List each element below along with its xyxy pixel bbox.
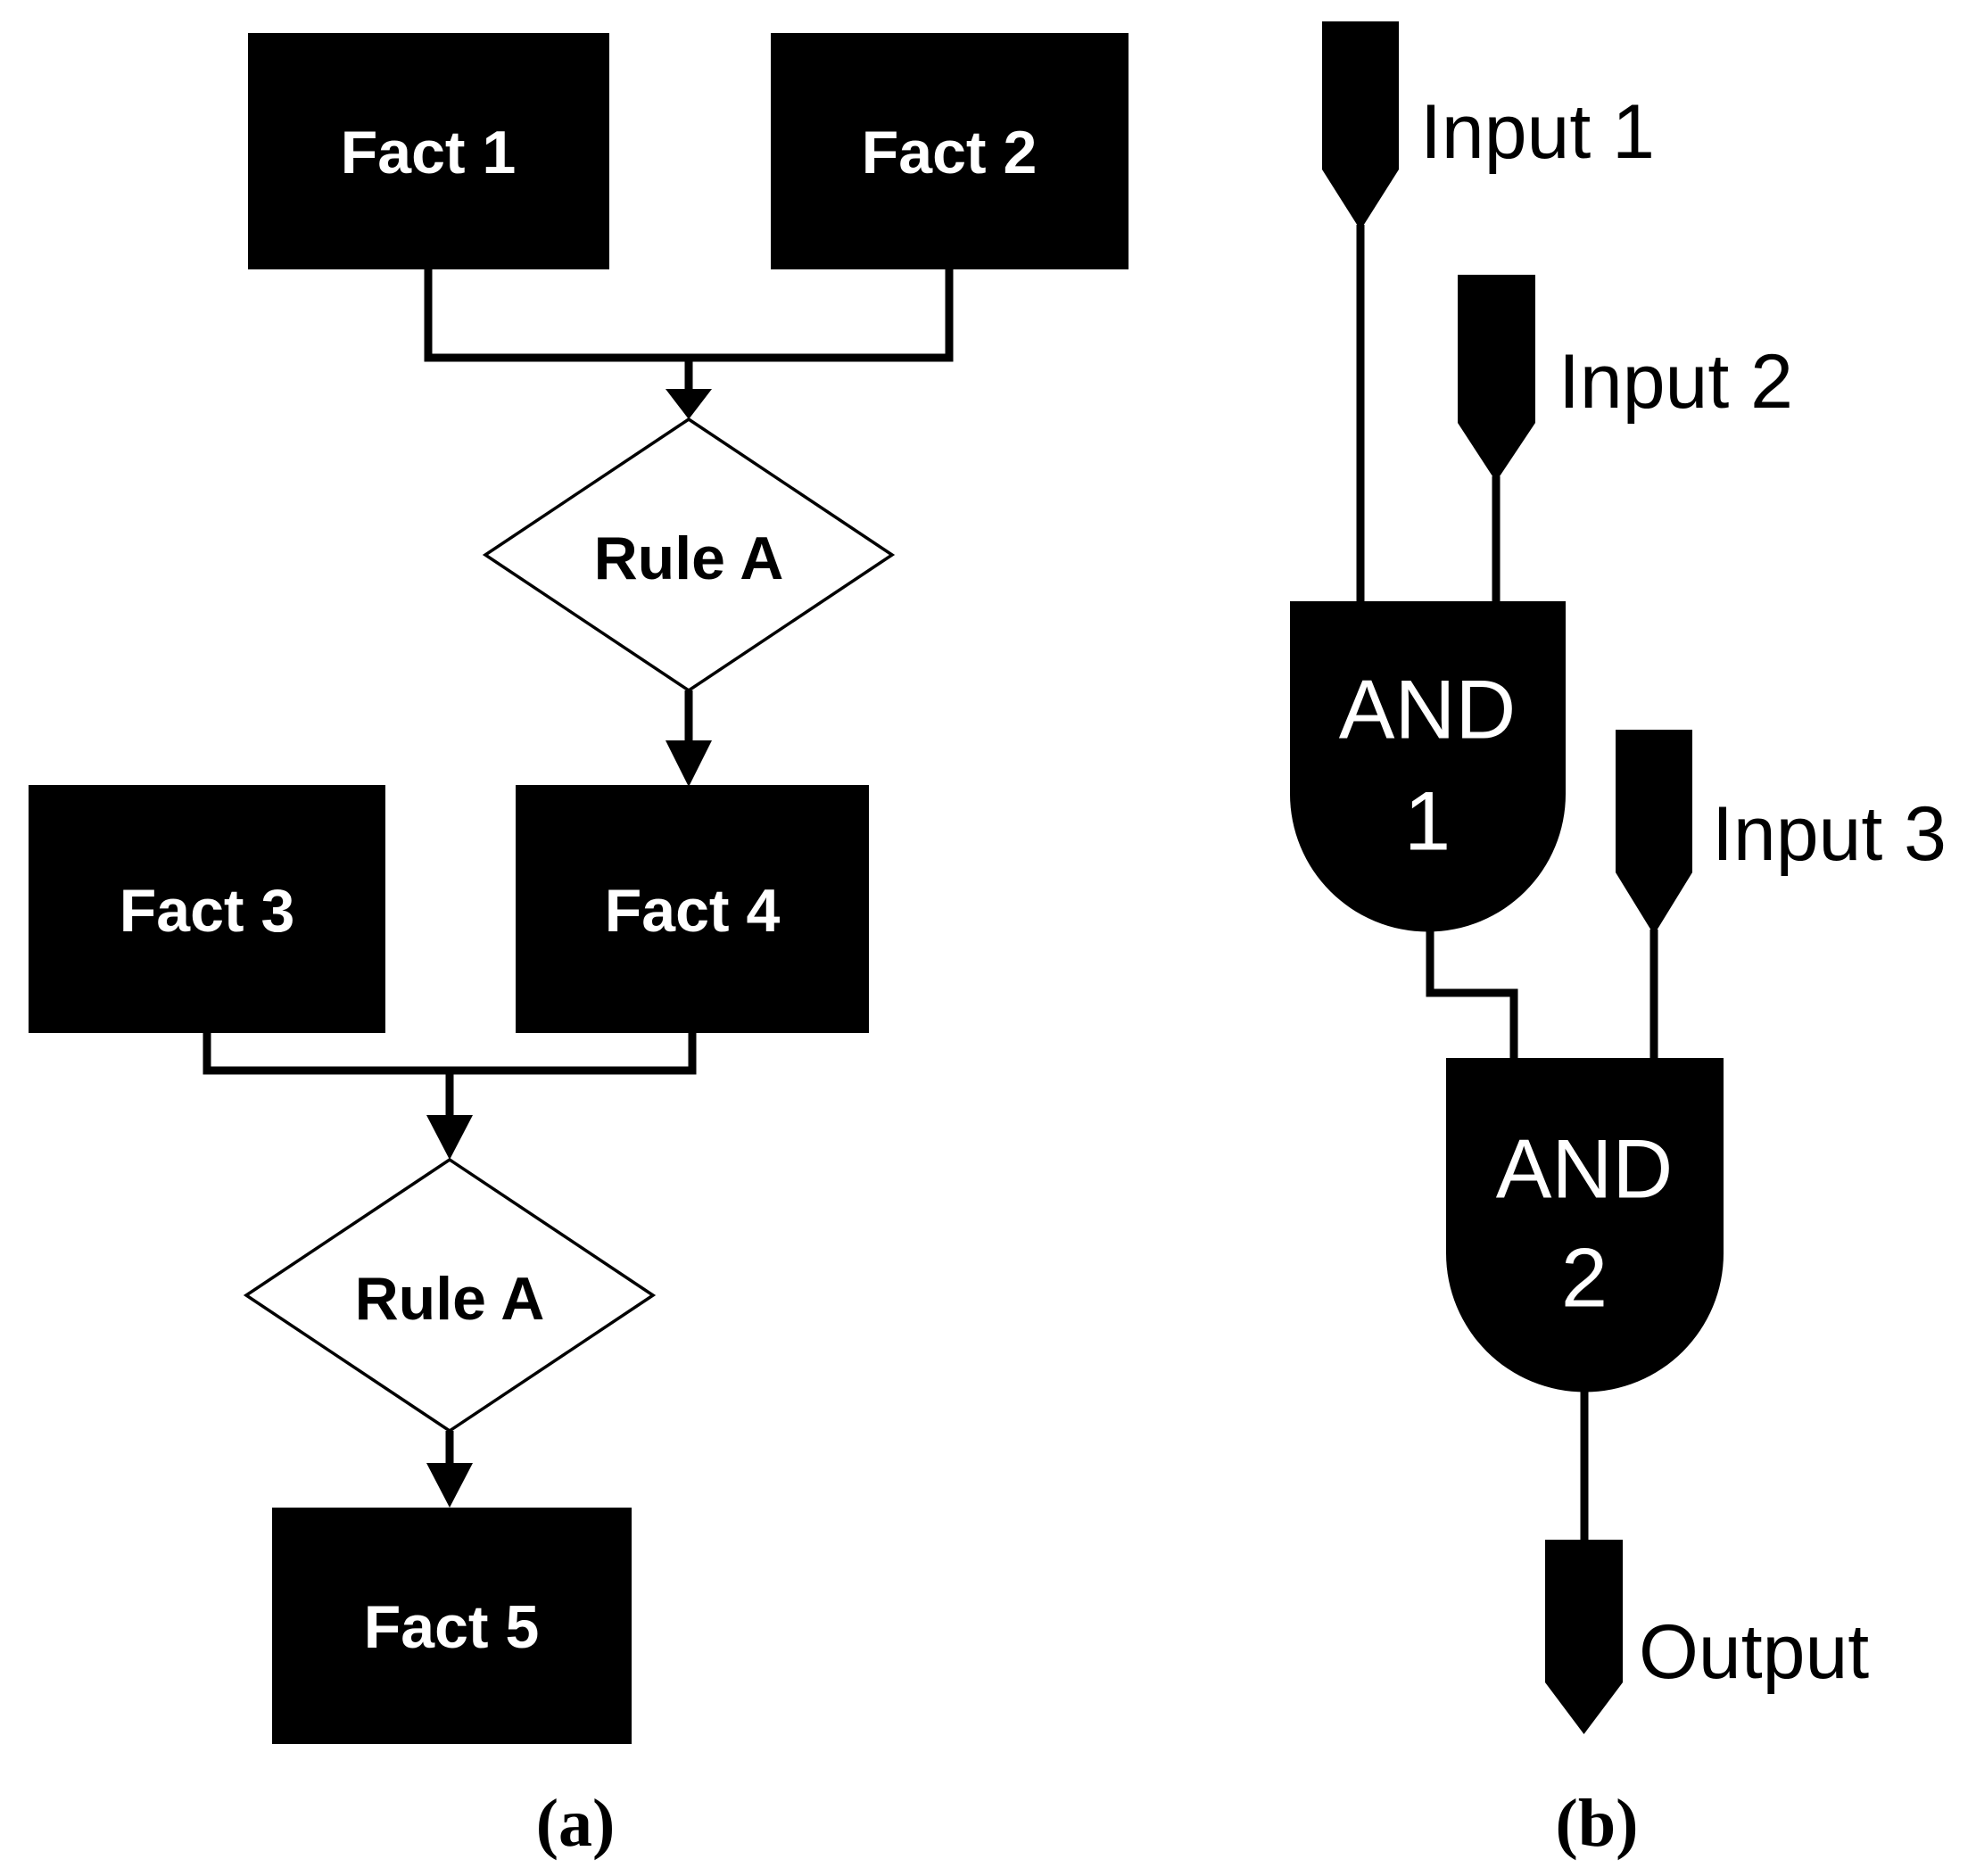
input-3-label: Input 3 [1712, 791, 1947, 877]
and-gate-2-number: 2 [1561, 1231, 1608, 1325]
fact-3-box [29, 785, 385, 1033]
input-2-label: Input 2 [1558, 339, 1793, 425]
fact-4-label: Fact 4 [605, 877, 781, 945]
arrowhead-down-icon [426, 1115, 473, 1160]
and-gate-1-number: 1 [1404, 774, 1451, 868]
fact1-fact2-junction-connector [424, 268, 954, 362]
fact-2-label: Fact 2 [862, 119, 1038, 186]
input-1-terminal-icon [1322, 21, 1399, 230]
fact-2-box [771, 33, 1129, 269]
arrowhead-down-icon [666, 740, 712, 787]
rule-a-2-label: Rule A [355, 1265, 545, 1333]
fact-1-label: Fact 1 [341, 119, 517, 186]
panel-a: Fact 1 Fact 2 Rule A Fact 3 Fact 4 [29, 33, 1129, 1861]
and-gate-1-name: AND [1339, 663, 1516, 756]
rule-a-1-label: Rule A [594, 525, 784, 592]
fact-3-label: Fact 3 [120, 877, 295, 945]
output-label: Output [1639, 1609, 1869, 1695]
and1-to-and2-wire [1426, 928, 1518, 1062]
and-gate-2-name: AND [1496, 1122, 1673, 1216]
arrowhead-down-icon [426, 1463, 473, 1508]
input-3-terminal-icon [1616, 730, 1692, 935]
fact-4-box [516, 785, 869, 1033]
panel-b-caption: (b) [1556, 1786, 1639, 1861]
fact3-fact4-junction-connector [203, 1031, 697, 1075]
output-terminal-icon [1545, 1540, 1623, 1734]
panel-b: Input 1 Input 2 AND 1 Input 3 AND 2 Outp… [1290, 21, 1947, 1861]
panel-a-caption: (a) [536, 1786, 616, 1861]
and-gate-2 [1446, 1058, 1724, 1393]
fact-5-label: Fact 5 [364, 1593, 540, 1661]
and-gate-1 [1290, 601, 1566, 932]
input-2-terminal-icon [1458, 275, 1535, 482]
fact-5-box [272, 1508, 632, 1744]
fact-1-box [248, 33, 609, 269]
input-1-label: Input 1 [1420, 89, 1655, 175]
arrowhead-down-icon [666, 389, 712, 419]
